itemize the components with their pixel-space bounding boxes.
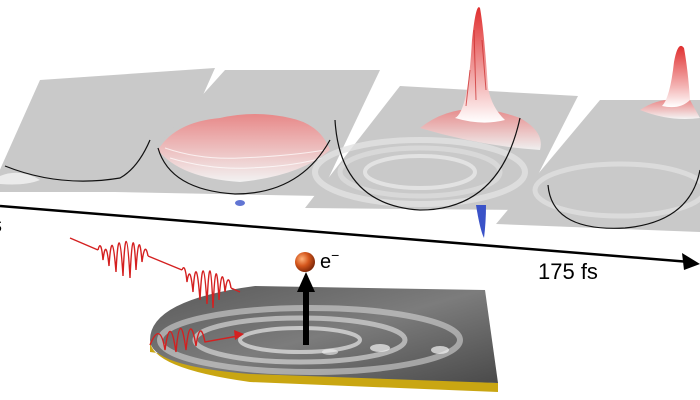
electron-charge: − bbox=[331, 247, 340, 263]
time-axis-end-label: 175 fs bbox=[538, 259, 598, 284]
snapshot-2-parabola bbox=[157, 139, 331, 195]
laser-pulse-3 bbox=[149, 327, 239, 353]
snapshot-3-ripple-rings bbox=[312, 137, 528, 207]
plasmon-ring-inner bbox=[238, 326, 362, 354]
snapshot-panel-2 bbox=[115, 70, 380, 206]
snapshot-panel-4 bbox=[496, 45, 700, 232]
snapshot-4-parabola bbox=[547, 169, 700, 229]
electron-label: e− bbox=[320, 247, 339, 274]
time-axis bbox=[0, 204, 691, 264]
snapshot-4-peak bbox=[662, 45, 690, 108]
electron-sphere bbox=[295, 252, 315, 272]
plasmon-ring-outer bbox=[157, 305, 463, 375]
snapshot-2-dip bbox=[235, 200, 245, 206]
snapshot-3-dip bbox=[476, 205, 486, 238]
snapshot-1-ripples bbox=[0, 172, 40, 185]
snapshot-3-parabola bbox=[334, 117, 521, 211]
laser-pulse-arrowhead bbox=[234, 330, 244, 340]
snapshot-1-parabola bbox=[4, 139, 151, 182]
sample-substrate bbox=[150, 286, 498, 392]
time-axis-arrowhead bbox=[682, 253, 700, 270]
laser-pulse-2 bbox=[181, 267, 241, 309]
emission-arrowhead bbox=[297, 272, 315, 292]
snapshot-3-base-hump bbox=[420, 109, 541, 150]
time-axis-start-label: s bbox=[0, 212, 2, 238]
snapshot-panel-3 bbox=[305, 7, 578, 238]
snapshot-4-hump bbox=[640, 99, 700, 119]
electron-symbol: e bbox=[320, 251, 332, 273]
laser-pulse-1 bbox=[69, 237, 183, 279]
